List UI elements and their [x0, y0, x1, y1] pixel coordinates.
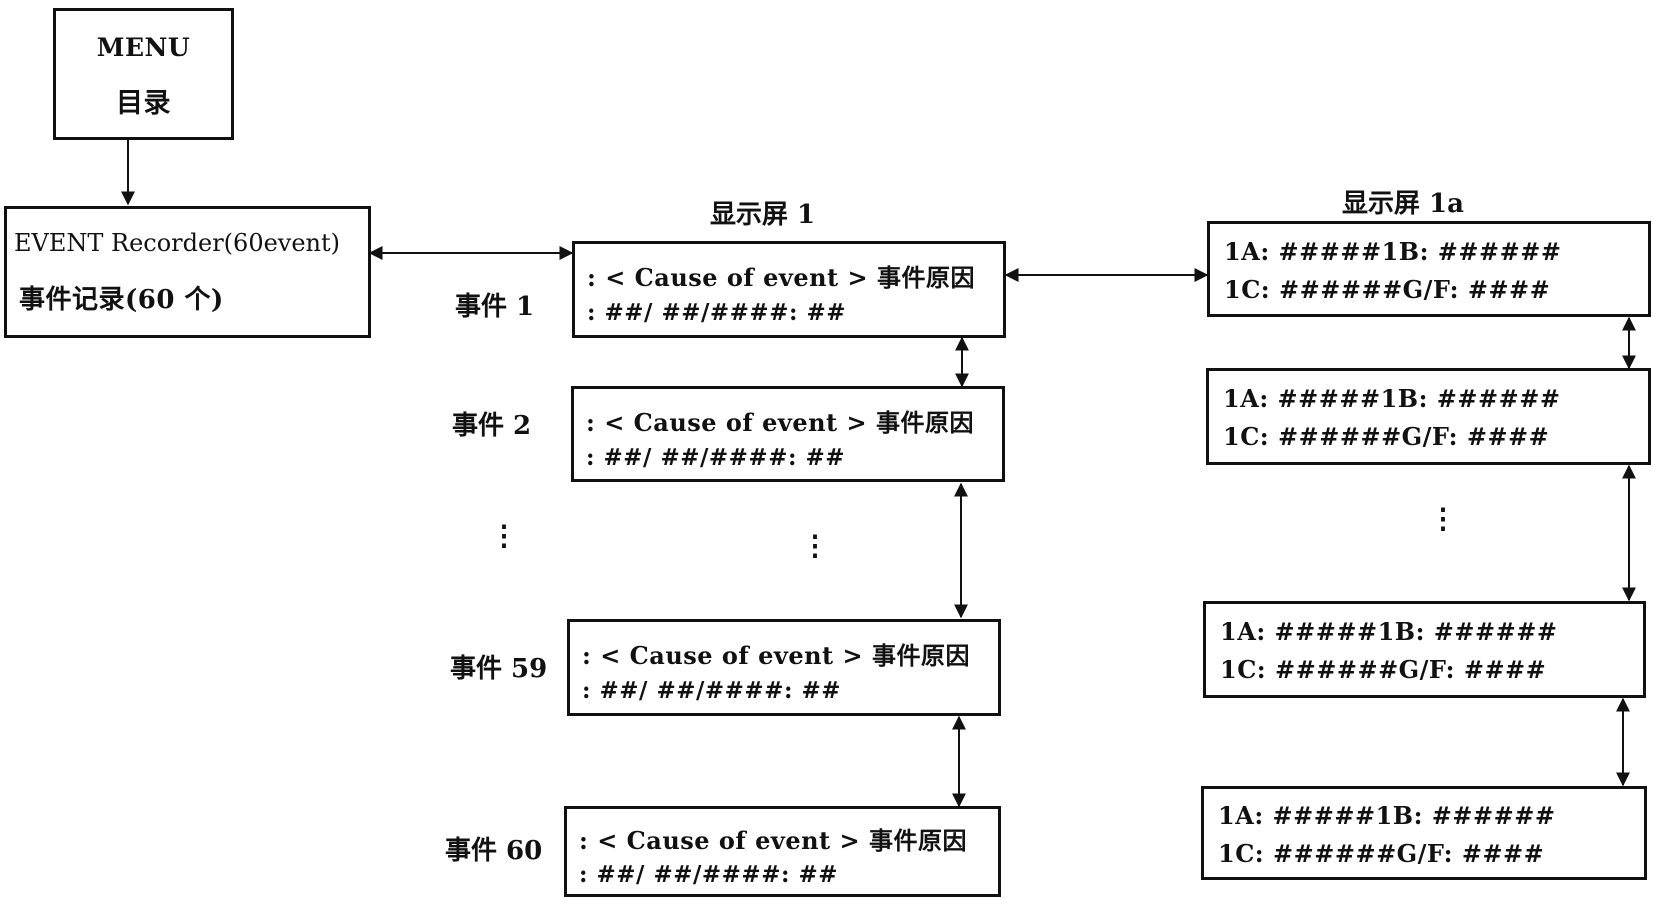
- event-cause-1: : < Cause of event > 事件原因: [587, 263, 975, 292]
- detail-box-3: 1A: #####1B: ###### 1C: ######G/F: ####: [1203, 601, 1646, 698]
- event-label-2: 事件 2: [452, 411, 532, 441]
- event-recorder-subtitle: 事件记录(60 个): [19, 285, 224, 315]
- detail-line-1a-3: 1A: #####1B: ######: [1220, 617, 1558, 646]
- event-cause-2: : < Cause of event > 事件原因: [586, 408, 974, 437]
- event-box-59: : < Cause of event > 事件原因 : ##/ ##/####:…: [567, 619, 1001, 716]
- event-box-1: : < Cause of event > 事件原因 : ##/ ##/####:…: [572, 241, 1006, 338]
- event-recorder-box: EVENT Recorder(60event) 事件记录(60 个): [4, 206, 371, 338]
- menu-title: MENU: [96, 33, 191, 62]
- menu-subtitle: 目录: [116, 88, 171, 119]
- ellipsis-labels: ⋮: [490, 519, 518, 552]
- event-box-2: : < Cause of event > 事件原因 : ##/ ##/####:…: [571, 386, 1005, 482]
- event-recorder-title: EVENT Recorder(60event): [14, 229, 341, 257]
- event-cause-59: : < Cause of event > 事件原因: [582, 641, 970, 670]
- event-label-59: 事件 59: [450, 654, 548, 684]
- screen-1-title: 显示屏 1: [710, 200, 816, 230]
- event-box-60: : < Cause of event > 事件原因 : ##/ ##/####:…: [564, 806, 1001, 897]
- screen-1a-title: 显示屏 1a: [1342, 189, 1464, 219]
- event-label-60: 事件 60: [445, 836, 543, 866]
- event-label-1: 事件 1: [455, 292, 535, 322]
- detail-line-1a-4: 1A: #####1B: ######: [1218, 801, 1556, 830]
- event-timestamp-2: : ##/ ##/####: ##: [586, 444, 846, 471]
- detail-line-1c-2: 1C: ######G/F: ####: [1223, 422, 1550, 451]
- menu-box: MENU 目录: [53, 8, 234, 140]
- event-timestamp-60: : ##/ ##/####: ##: [579, 861, 839, 888]
- ellipsis-events: ⋮: [801, 529, 829, 562]
- detail-line-1a-2: 1A: #####1B: ######: [1223, 384, 1561, 413]
- detail-box-4: 1A: #####1B: ###### 1C: ######G/F: ####: [1201, 786, 1647, 880]
- ellipsis-details: ⋮: [1429, 502, 1457, 535]
- detail-line-1c-1: 1C: ######G/F: ####: [1224, 275, 1551, 304]
- detail-box-2: 1A: #####1B: ###### 1C: ######G/F: ####: [1206, 368, 1651, 465]
- detail-box-1: 1A: #####1B: ###### 1C: ######G/F: ####: [1207, 221, 1651, 317]
- event-cause-60: : < Cause of event > 事件原因: [579, 826, 967, 855]
- detail-line-1c-3: 1C: ######G/F: ####: [1220, 655, 1547, 684]
- event-timestamp-59: : ##/ ##/####: ##: [582, 677, 842, 704]
- detail-line-1a-1: 1A: #####1B: ######: [1224, 237, 1562, 266]
- detail-line-1c-4: 1C: ######G/F: ####: [1218, 839, 1545, 868]
- event-timestamp-1: : ##/ ##/####: ##: [587, 299, 847, 326]
